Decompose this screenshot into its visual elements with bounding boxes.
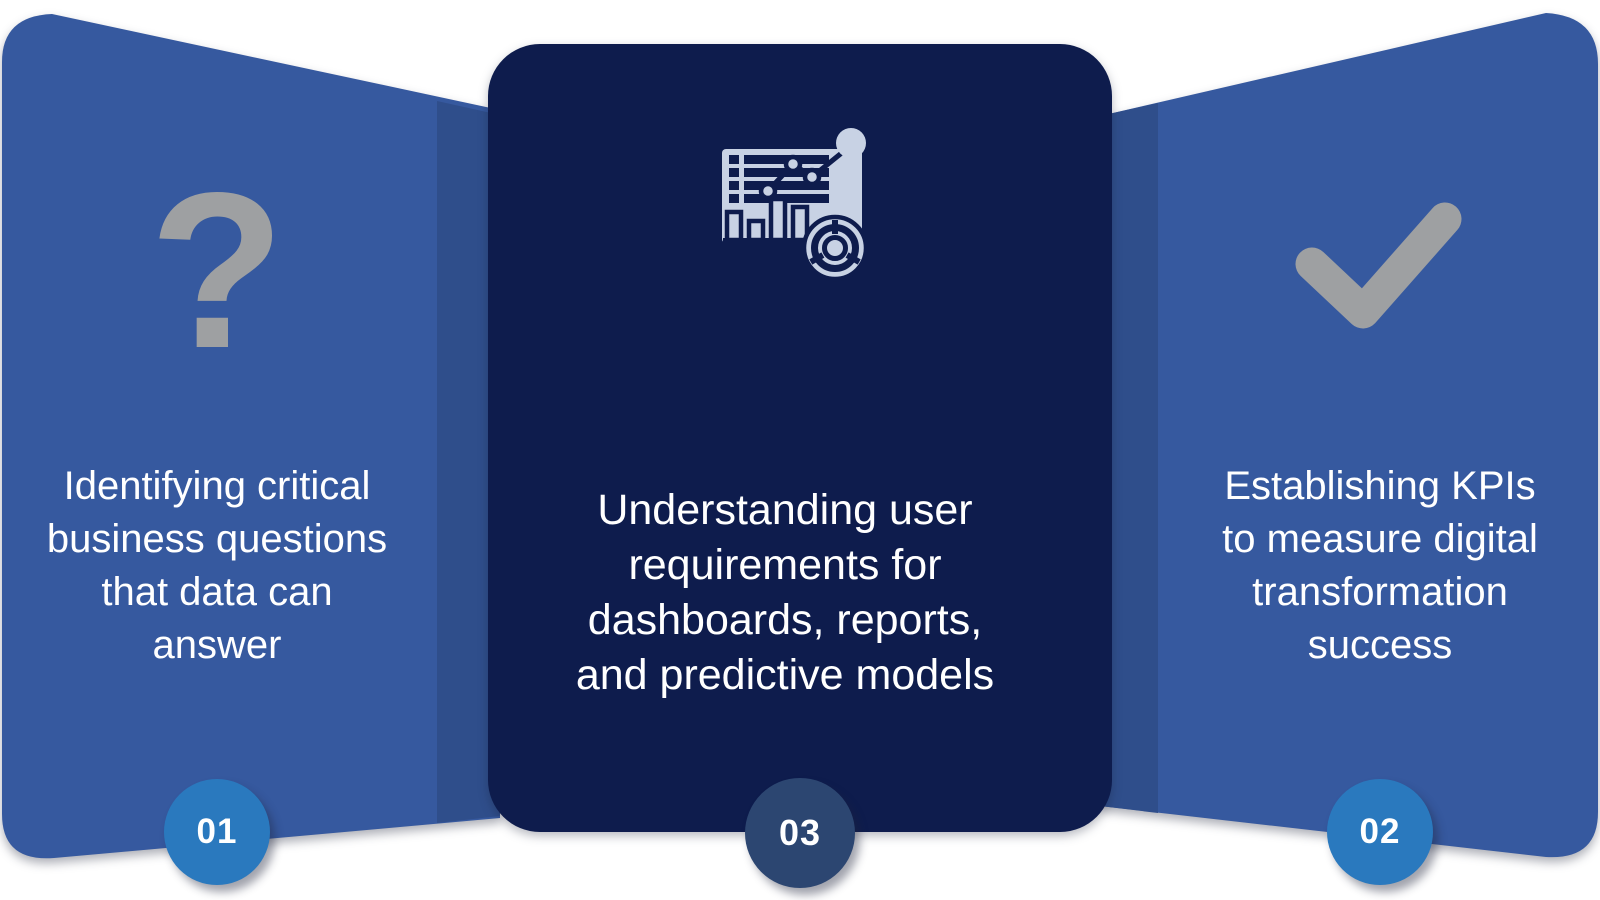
text-line: Identifying critical [63,464,371,508]
step-badge-03: 03 [745,778,855,888]
text-line: Establishing KPIs [1224,464,1536,508]
right-page-fold [1100,103,1158,813]
panel-center-caption: Understanding user requirements for dash… [515,483,1055,703]
text-line: that data can [101,570,333,614]
text-line: Understanding user [597,486,973,534]
left-page-fold [437,101,500,823]
panel-right-caption: Establishing KPIs to measure digital tra… [1170,460,1590,672]
text-line: requirements for [628,541,942,589]
question-mark-icon: ? [149,147,285,395]
dashboard-analytics-icon [722,128,869,282]
panel-left-caption: Identifying critical business questions … [27,460,407,672]
text-line: to measure digital [1222,517,1538,561]
step-badge-02: 02 [1327,779,1433,885]
left-page-shape [2,14,500,859]
center-panel-shape [488,44,1112,832]
text-line: transformation [1252,570,1508,614]
text-line: success [1307,623,1453,667]
step-badge-01: 01 [164,779,270,885]
text-line: dashboards, reports, [587,596,983,644]
text-line: business questions [46,517,388,561]
text-line: and predictive models [575,651,995,699]
checkmark-icon [1295,202,1462,329]
text-line: answer [152,623,282,667]
right-page-shape [1100,13,1598,858]
